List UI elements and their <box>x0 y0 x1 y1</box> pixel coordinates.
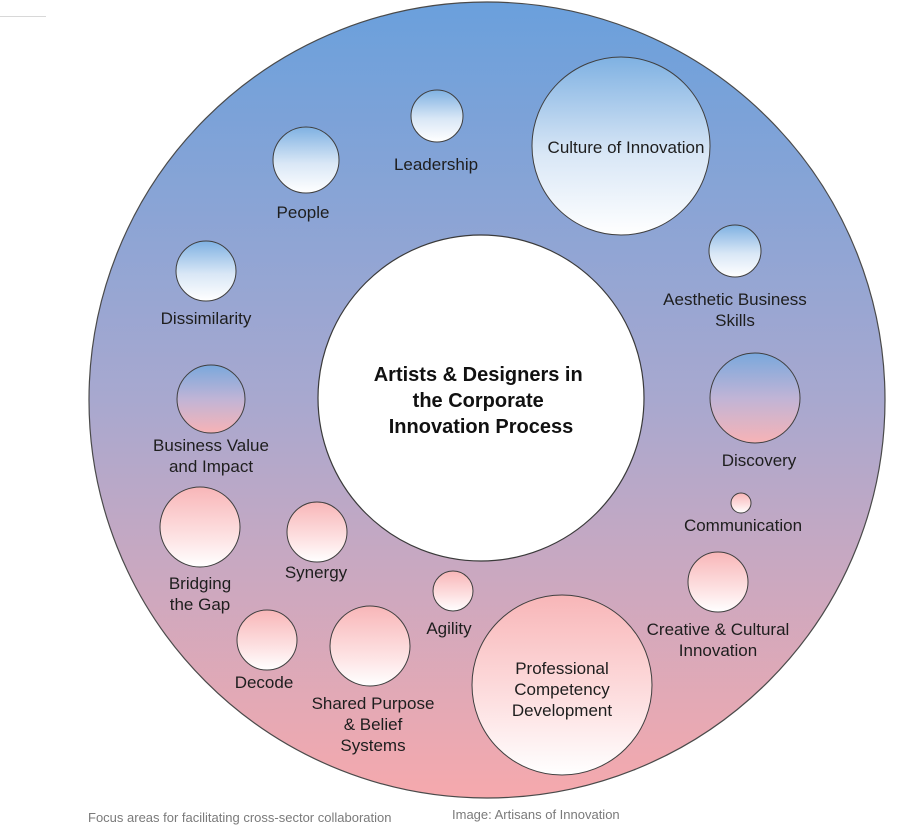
bubbles-layer <box>159 56 801 776</box>
shared-purpose-and-belief-systems-label-line: & Belief <box>344 715 403 734</box>
professional-competency-development-label-line: Professional <box>515 659 609 678</box>
dissimilarity-bubble <box>175 240 237 302</box>
communication-label-line: Communication <box>684 516 802 535</box>
creative-and-cultural-innovation-label-line: Innovation <box>679 641 757 660</box>
center-title: Artists & Designers in the Corporate Inn… <box>374 364 589 438</box>
discovery-bubble <box>709 352 801 444</box>
professional-competency-development-label-line: Competency <box>514 680 610 699</box>
bridging-the-gap-bubble <box>159 486 241 568</box>
shared-purpose-and-belief-systems-label-line: Shared Purpose <box>312 694 435 713</box>
center-title-line: Artists & Designers in <box>374 364 583 386</box>
decode-label-line: Decode <box>235 673 294 692</box>
divider-line <box>0 16 46 17</box>
decode-bubble <box>236 609 298 671</box>
leadership-label-line: Leadership <box>394 155 478 174</box>
figure-caption: Focus areas for facilitating cross-secto… <box>88 810 392 825</box>
aesthetic-business-skills-label-line: Skills <box>715 311 755 330</box>
creative-and-cultural-innovation-bubble <box>687 551 749 613</box>
agility-label-line: Agility <box>426 619 472 638</box>
creative-and-cultural-innovation-label-line: Creative & Cultural <box>647 620 790 639</box>
agility-bubble <box>432 570 474 612</box>
shared-purpose-and-belief-systems-bubble <box>329 605 411 687</box>
professional-competency-development-label-line: Development <box>512 701 612 720</box>
bridging-the-gap-label-line: the Gap <box>170 595 231 614</box>
decode-label: Decode <box>235 673 294 692</box>
bridging-the-gap-label-line: Bridging <box>169 574 231 593</box>
business-value-and-impact-label: Business Value and Impact <box>153 436 269 476</box>
dissimilarity-label-line: Dissimilarity <box>161 309 252 328</box>
business-value-and-impact-bubble <box>176 364 246 434</box>
synergy-bubble <box>286 501 348 563</box>
discovery-label: Discovery <box>722 451 797 470</box>
synergy-label-line: Synergy <box>285 563 348 582</box>
leadership-label: Leadership <box>394 155 478 174</box>
culture-of-innovation-label: Culture of Innovation <box>548 138 705 157</box>
business-value-and-impact-label-line: and Impact <box>169 457 253 476</box>
shared-purpose-and-belief-systems-label-line: Systems <box>340 736 405 755</box>
culture-of-innovation-label-line: Culture of Innovation <box>548 138 705 157</box>
labels-layer: Culture of InnovationLeadershipPeopleDis… <box>153 138 807 755</box>
business-value-and-impact-label-line: Business Value <box>153 436 269 455</box>
discovery-label-line: Discovery <box>722 451 797 470</box>
culture-of-innovation-bubble <box>531 56 711 236</box>
people-bubble <box>272 126 340 194</box>
agility-label: Agility <box>426 619 472 638</box>
bridging-the-gap-label: Bridging the Gap <box>169 574 231 614</box>
people-label-line: People <box>277 203 330 222</box>
aesthetic-business-skills-label-line: Aesthetic Business <box>663 290 807 309</box>
dissimilarity-label: Dissimilarity <box>161 309 252 328</box>
communication-label: Communication <box>684 516 802 535</box>
leadership-bubble <box>410 89 464 143</box>
center-circle <box>317 234 645 562</box>
synergy-label: Synergy <box>285 563 348 582</box>
professional-competency-development-bubble <box>471 594 653 776</box>
people-label: People <box>277 203 330 222</box>
communication-bubble <box>730 492 752 514</box>
center-title-line: the Corporate <box>413 390 544 412</box>
aesthetic-business-skills-bubble <box>708 224 762 278</box>
image-credit: Image: Artisans of Innovation <box>452 807 620 822</box>
center-title-line: Innovation Process <box>389 416 574 438</box>
